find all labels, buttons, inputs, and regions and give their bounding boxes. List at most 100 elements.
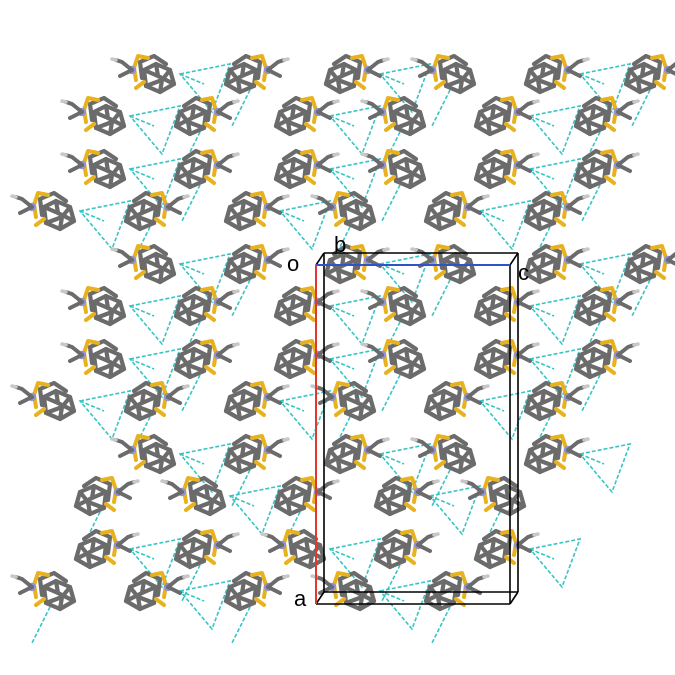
hydrogen-bond: [10, 574, 18, 579]
sulfur-bond: [204, 175, 216, 185]
contact-triangle: [228, 484, 282, 536]
hydrogen-bond: [532, 99, 540, 104]
cage-bond: [535, 77, 543, 95]
hydrogen-bond: [582, 57, 590, 62]
cage-bond: [291, 542, 311, 554]
methyl-bond: [566, 385, 586, 399]
cage-bond: [441, 447, 461, 459]
hydrogen-bond: [382, 247, 390, 252]
methyl-bond: [366, 438, 386, 452]
hydrogen-bond: [632, 289, 640, 294]
cage-bond: [357, 214, 365, 232]
sulfur-bond: [404, 555, 416, 565]
cage-bond: [335, 267, 343, 285]
methyl-bond: [418, 448, 434, 458]
contact-triangle: [578, 252, 632, 304]
hydrogen-bond: [232, 532, 240, 537]
methyl-bond: [266, 585, 282, 595]
contact-triangle: [128, 104, 182, 156]
cell-edge: [509, 591, 519, 605]
sulfur-bond: [182, 476, 200, 504]
cage-bond: [457, 267, 465, 285]
methyl-bond: [364, 153, 384, 167]
molecule: [123, 190, 190, 232]
sulfur-bond: [150, 571, 168, 599]
molecule: [110, 243, 177, 285]
hydrogen-bond: [410, 57, 418, 62]
sulfur-bond: [384, 122, 396, 132]
cage-bond: [189, 299, 209, 311]
hydrogen-bond: [10, 384, 18, 389]
contact-chain: [381, 184, 401, 222]
sulfur-bond: [254, 407, 266, 417]
contact-triangle: [378, 579, 432, 631]
cage-bond: [141, 447, 161, 459]
molecule: [173, 338, 240, 380]
methyl-bond: [216, 163, 232, 173]
contact-triangle: [328, 347, 382, 399]
methyl-bond: [366, 58, 386, 72]
cage-bond: [639, 67, 659, 79]
methyl-bond: [516, 163, 532, 173]
sulfur-bond: [434, 460, 446, 470]
sulfur-bond: [382, 96, 400, 124]
molecule: [273, 475, 340, 517]
contact-chain: [581, 374, 601, 412]
sulfur-bond: [604, 365, 616, 375]
hydrogen-bond: [532, 152, 540, 157]
sulfur-bond: [34, 407, 46, 417]
methyl-bond: [166, 205, 182, 215]
cage-bond: [489, 162, 509, 174]
methyl-bond: [366, 448, 382, 458]
molecule: [473, 528, 540, 570]
sulfur-bond: [134, 80, 146, 90]
methyl-bond: [216, 543, 232, 553]
methyl-bond: [318, 395, 334, 405]
cage-bond: [341, 394, 361, 406]
molecule: [60, 338, 127, 380]
methyl-bond: [516, 290, 536, 304]
contact-triangle: [478, 199, 532, 251]
methyl-bond: [166, 585, 182, 595]
molecule: [473, 148, 540, 190]
cage-bond: [57, 214, 65, 232]
cage-bond: [185, 552, 193, 570]
methyl-bond: [516, 543, 532, 553]
hydrogen-bond: [332, 342, 340, 347]
cage-bond: [289, 489, 309, 501]
cage-bond: [391, 352, 411, 364]
cage-bond: [139, 394, 159, 406]
molecule: [473, 285, 540, 327]
sulfur-bond: [334, 407, 346, 417]
axis-c-label: c: [518, 260, 529, 285]
molecule-layer: [10, 53, 675, 612]
cage-bond: [435, 214, 443, 232]
hydrogen-bond: [60, 342, 68, 347]
methyl-bond: [68, 300, 84, 310]
methyl-bond: [566, 58, 586, 72]
methyl-bond: [18, 585, 34, 595]
sulfur-bond: [104, 502, 116, 512]
cage-bond: [357, 594, 365, 612]
molecule: [473, 338, 540, 380]
sulfur-bond: [450, 381, 468, 409]
methyl-bond: [566, 205, 582, 215]
methyl-bond: [216, 353, 232, 363]
sulfur-bond: [500, 286, 518, 314]
contact-chain: [631, 89, 651, 127]
cage-bond: [239, 584, 259, 596]
sulfur-bond: [84, 312, 96, 322]
cage-bond: [635, 77, 643, 95]
methyl-bond: [616, 163, 632, 173]
sulfur-bond: [554, 460, 566, 470]
sulfur-bond: [650, 54, 668, 82]
methyl-bond: [364, 290, 384, 304]
sulfur-bond: [384, 175, 396, 185]
sulfur-bond: [84, 175, 96, 185]
contact-triangle: [178, 579, 232, 631]
methyl-bond: [616, 110, 632, 120]
sulfur-bond: [304, 122, 316, 132]
methyl-bond: [266, 438, 286, 452]
contact-chain: [31, 606, 51, 644]
methyl-bond: [368, 163, 384, 173]
